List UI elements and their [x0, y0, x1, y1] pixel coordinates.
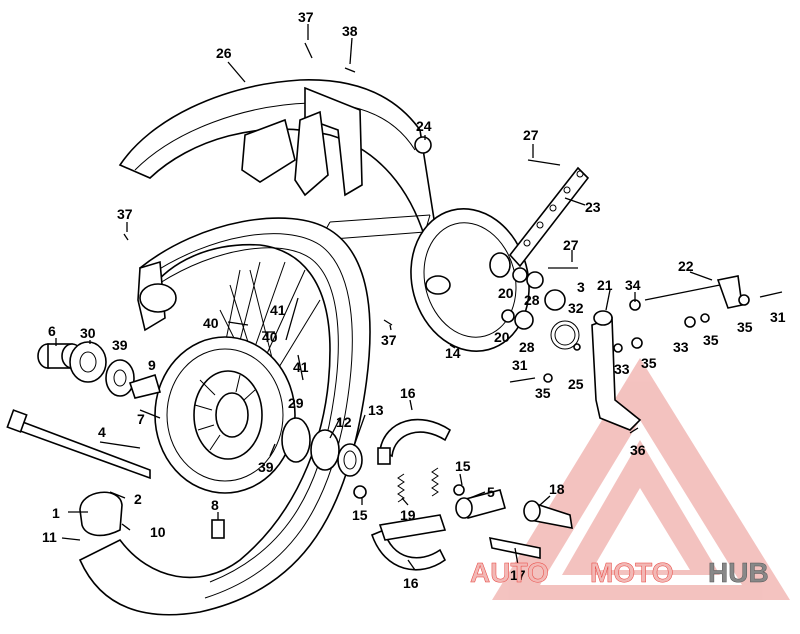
- callout-labels: 37 38 26 24 27 23 37 27 22 3 20 28 32 21…: [42, 9, 786, 591]
- callout-31: 31: [770, 309, 786, 325]
- bearing-30: [69, 341, 107, 383]
- brake-arm: [591, 310, 642, 431]
- callout-1: 1: [52, 505, 60, 521]
- callout-30: 30: [80, 325, 96, 341]
- callout-17: 17: [510, 567, 526, 583]
- callout-27: 27: [563, 237, 579, 253]
- callout-26: 26: [216, 45, 232, 61]
- collar-9: [128, 373, 162, 399]
- callout-28: 28: [524, 292, 540, 308]
- callout-16: 16: [400, 385, 416, 401]
- callout-41: 41: [270, 302, 286, 318]
- callout-18: 18: [549, 481, 565, 497]
- callout-39: 39: [258, 459, 274, 475]
- callout-37: 37: [298, 9, 314, 25]
- callout-35: 35: [737, 319, 753, 335]
- callout-13: 13: [368, 402, 384, 418]
- seal-39: [105, 359, 135, 397]
- callout-6: 6: [48, 323, 56, 339]
- watermark-brand: AUTO MOTO HUB: [470, 557, 769, 589]
- callout-10: 10: [150, 524, 166, 540]
- brake-shoe-upper: [377, 418, 452, 465]
- callout-40: 40: [203, 315, 219, 331]
- cover-1-2: [79, 491, 123, 537]
- callout-32: 32: [568, 300, 584, 316]
- callout-33: 33: [673, 339, 689, 355]
- callout-28: 28: [519, 339, 535, 355]
- callout-23: 23: [585, 199, 601, 215]
- callout-7: 7: [137, 411, 145, 427]
- watermark-hub: HUB: [708, 557, 769, 588]
- torque-link: [508, 166, 590, 268]
- springs: [397, 467, 439, 503]
- fender: [118, 79, 437, 241]
- callout-20: 20: [494, 329, 510, 345]
- callout-9: 9: [148, 357, 156, 373]
- callout-38: 38: [342, 23, 358, 39]
- wheel-hub: [154, 336, 296, 494]
- leader-lines: [55, 24, 713, 571]
- callout-15: 15: [352, 507, 368, 523]
- callout-40: 40: [262, 329, 278, 345]
- brake-panel: [410, 208, 530, 352]
- callout-27: 27: [523, 127, 539, 143]
- brake-rod: [644, 275, 743, 309]
- callout-22: 22: [678, 258, 694, 274]
- watermark-moto: MOTO: [590, 557, 673, 588]
- callout-14: 14: [445, 345, 461, 361]
- washers-nuts: [353, 136, 750, 499]
- callout-31: 31: [512, 357, 528, 373]
- callout-19: 19: [400, 507, 416, 523]
- wheel-tire: [78, 217, 371, 616]
- cam-5: [455, 489, 506, 519]
- bearing-29-12-13: [281, 417, 363, 477]
- callout-35: 33: [614, 361, 630, 377]
- callout-15: 15: [455, 458, 471, 474]
- spring-25: [550, 320, 580, 350]
- callout-20: 20: [498, 285, 514, 301]
- callout-35: 35: [703, 332, 719, 348]
- callout-39: 39: [112, 337, 128, 353]
- callout-37: 37: [117, 206, 133, 222]
- callout-8: 8: [211, 497, 219, 513]
- callout-33: 35: [641, 355, 657, 371]
- callout-16: 16: [403, 575, 419, 591]
- callout-5: 5: [487, 484, 495, 500]
- callout-29: 29: [288, 395, 304, 411]
- bolts: [123, 42, 783, 383]
- callout-35: 35: [535, 385, 551, 401]
- callout-41: 41: [293, 359, 309, 375]
- callout-11: 11: [42, 529, 57, 545]
- brake-shoe-lower: [370, 514, 447, 571]
- callout-25: 25: [568, 376, 584, 392]
- valve-8: [211, 519, 225, 539]
- callout-24: 24: [416, 118, 432, 134]
- watermark-triangle-icon: [492, 358, 790, 600]
- axle: [6, 409, 151, 480]
- callout-36: 36: [630, 442, 646, 458]
- callout-12: 12: [336, 414, 352, 430]
- watermark-auto: AUTO: [470, 557, 549, 588]
- cam-18: [523, 500, 573, 529]
- callout-37: 37: [381, 332, 397, 348]
- callout-2: 2: [134, 491, 142, 507]
- callout-34: 34: [625, 277, 641, 293]
- callout-21: 21: [597, 277, 613, 293]
- callout-3: 3: [577, 279, 585, 295]
- callout-4: 4: [98, 424, 106, 440]
